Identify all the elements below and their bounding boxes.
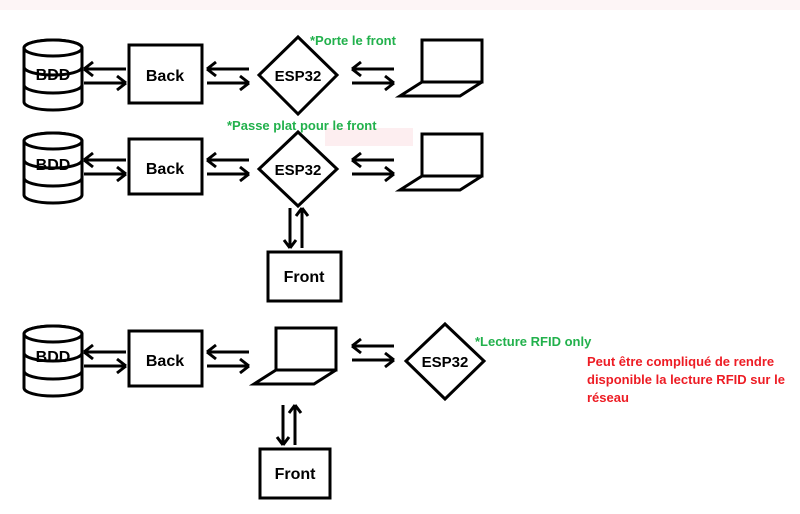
esp32-diamond (256, 34, 340, 117)
back-esp32-arrows (205, 151, 251, 183)
esp32-front-arrows (282, 206, 310, 250)
esp32-diamond (256, 129, 340, 209)
laptop-icon (398, 132, 484, 192)
front-box (266, 250, 343, 303)
esp32-label: ESP32 (422, 354, 469, 371)
esp32-diamond (403, 321, 487, 402)
laptop-front-arrows (275, 403, 303, 447)
laptop-icon (252, 326, 338, 386)
bdd-label: BDD (36, 349, 71, 366)
back-box (127, 43, 204, 105)
row-2-annotation: *Passe plat pour le front (227, 118, 377, 133)
row-1: BDD Back ESP32 (22, 34, 484, 117)
bdd-back-arrows (82, 151, 128, 183)
laptop-icon (398, 38, 484, 98)
esp32-label: ESP32 (275, 68, 322, 85)
row-1-annotation: *Porte le front (310, 33, 396, 48)
esp32-laptop-arrows (350, 60, 396, 92)
top-band (0, 0, 800, 10)
warning-note: Peut être compliqué de rendre disponible… (587, 354, 785, 405)
back-laptop-arrows (205, 343, 251, 375)
row-2: BDD Back ESP32 Front (22, 129, 484, 303)
back-label: Back (146, 161, 184, 178)
bdd-back-arrows (82, 60, 128, 92)
esp32-laptop-arrows (350, 151, 396, 183)
row-3: BDD Back ESP32 Front (22, 321, 487, 500)
annotation-highlight (325, 128, 413, 146)
front-box (258, 447, 332, 500)
laptop-esp32-arrows (350, 337, 396, 369)
front-label: Front (284, 269, 326, 286)
bdd-back-arrows (82, 343, 128, 375)
back-label: Back (146, 353, 184, 370)
row-3-annotation: *Lecture RFID only (475, 334, 592, 349)
front-label: Front (275, 466, 317, 483)
back-label: Back (146, 68, 184, 85)
back-box (127, 329, 204, 388)
bdd-label: BDD (36, 157, 71, 174)
back-esp32-arrows (205, 60, 251, 92)
back-box (127, 137, 204, 196)
bdd-label: BDD (36, 67, 71, 84)
esp32-label: ESP32 (275, 162, 322, 179)
